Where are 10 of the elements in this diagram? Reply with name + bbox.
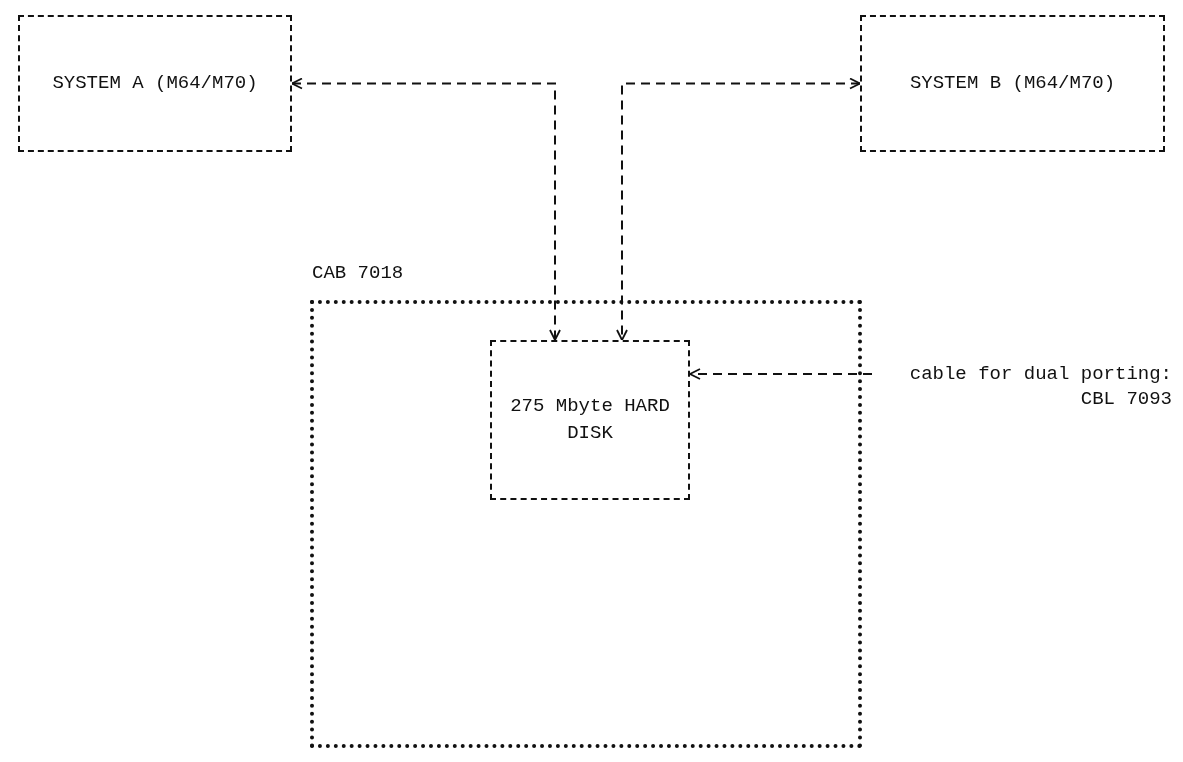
box-label: 275 Mbyte HARD DISK bbox=[509, 394, 671, 446]
box-label: SYSTEM B (M64/M70) bbox=[908, 71, 1117, 97]
connector-arrow bbox=[616, 77, 861, 341]
connector-arrow bbox=[689, 368, 873, 380]
connector-arrow bbox=[291, 77, 561, 341]
system-box bbox=[18, 15, 292, 152]
system-box bbox=[490, 340, 690, 500]
box-label: SYSTEM A (M64/M70) bbox=[51, 71, 259, 97]
system-box bbox=[860, 15, 1165, 152]
group-label: CAB 7018 bbox=[312, 262, 404, 284]
